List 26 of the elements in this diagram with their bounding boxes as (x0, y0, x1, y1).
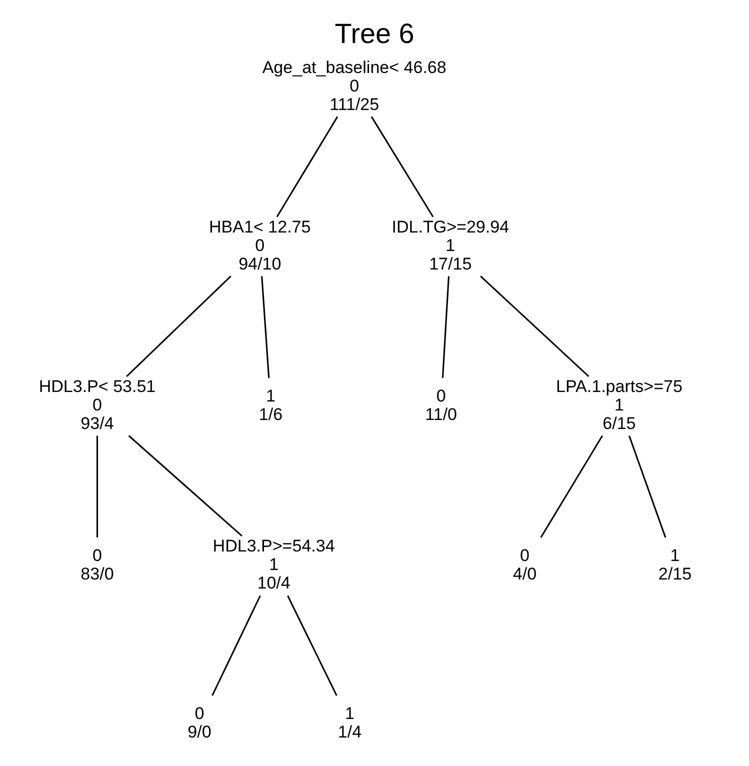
node-text: 1 1/6 (258, 386, 283, 424)
connector (540, 435, 603, 538)
connector (126, 276, 232, 377)
node-text: HBA1< 12.75 0 94/10 (209, 217, 311, 274)
node-text: 0 11/0 (425, 386, 458, 424)
diagram-title: Tree 6 (334, 18, 414, 49)
connector (287, 595, 338, 696)
connector (370, 116, 434, 218)
node-text: HDL3.P< 53.51 0 93/4 (38, 376, 156, 434)
connector (480, 276, 590, 377)
connector (628, 436, 666, 538)
connector (442, 276, 450, 378)
connector (212, 595, 261, 696)
node-text: HDL3.P>=54.34 1 10/4 (212, 536, 335, 593)
node-text: 1 2/15 (658, 546, 692, 584)
connector (96, 436, 98, 538)
connector (261, 276, 270, 378)
connector (276, 116, 338, 218)
node-text: 0 9/0 (188, 704, 212, 742)
node-text: 0 83/0 (80, 546, 114, 584)
connector (128, 435, 242, 537)
node-text: Age_at_baseline< 46.68 0 111/25 (262, 58, 446, 114)
node-text: 0 4/0 (512, 546, 537, 584)
node-text: LPA.1.parts>=75 1 6/15 (556, 376, 682, 434)
node-text: IDL.TG>=29.94 1 17/15 (392, 217, 510, 274)
node-text: 1 1/4 (338, 704, 362, 742)
